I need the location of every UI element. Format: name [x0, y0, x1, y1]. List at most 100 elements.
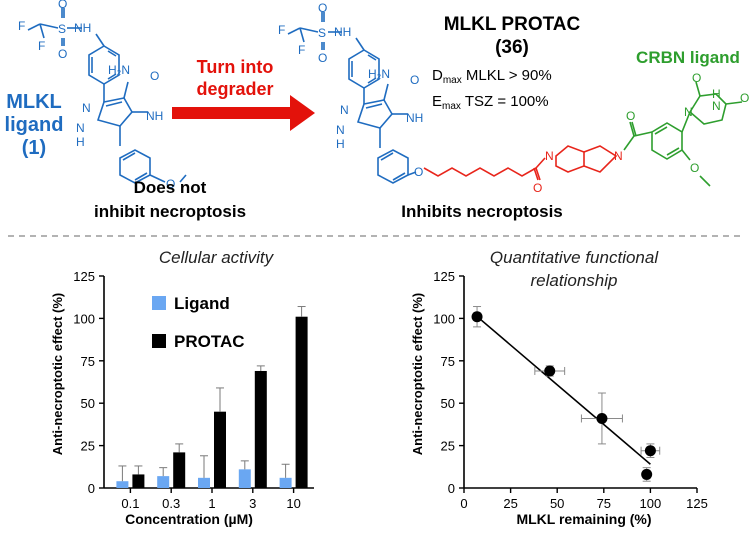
- bar-chart-legend: Ligand PROTAC: [152, 294, 245, 351]
- atom-label: N: [82, 101, 91, 115]
- scatter-chart-y-tick-label: 125: [433, 269, 455, 284]
- atom-label: NH: [146, 109, 163, 123]
- ligand-bar: [116, 481, 129, 488]
- protac-structure-green: [623, 81, 743, 187]
- ligand-bar: [279, 477, 292, 488]
- atom-label: O: [318, 51, 327, 65]
- svg-text:Does not: Does not: [134, 178, 207, 197]
- svg-text:(1): (1): [22, 137, 46, 159]
- atom-label: O: [58, 47, 67, 61]
- mlkl-ligand-atoms: F F S O O NH H₂N O N N H NH O: [18, 0, 175, 191]
- scatter-point: [544, 365, 556, 377]
- bar-chart-y-tick-label: 75: [81, 354, 95, 369]
- bar-chart-y-tick-label: 125: [73, 269, 95, 284]
- atom-label: NH: [406, 111, 423, 125]
- legend-label-ligand: Ligand: [174, 294, 230, 313]
- red-arrow-icon: [172, 95, 315, 131]
- legend-swatch-ligand: [152, 296, 166, 310]
- transform-arrow: Turn into degrader: [172, 57, 315, 131]
- protac-atoms-blue: F F S O O NH H₂N O N N H NH O: [278, 1, 423, 179]
- scatter-chart-y-tick-label: 75: [441, 354, 455, 369]
- atom-label: O: [533, 181, 542, 195]
- ligand-bar: [198, 477, 210, 488]
- dmax-text: Dmax MLKL > 90%: [432, 67, 552, 86]
- scatter-point: [596, 412, 608, 424]
- bar-chart-x-tick-label: 3: [249, 496, 256, 511]
- atom-label: N: [684, 105, 693, 119]
- protac-bar: [295, 316, 308, 488]
- svg-text:inhibit necroptosis: inhibit necroptosis: [94, 202, 246, 221]
- protac-bar: [214, 411, 226, 488]
- protac-structure-blue: [287, 12, 417, 184]
- atom-label: O: [150, 69, 159, 83]
- emax-text: Emax TSZ = 100%: [432, 93, 549, 112]
- atom-label: H: [76, 135, 85, 149]
- atom-label: O: [690, 161, 699, 175]
- crbn-ligand-label: CRBN ligand: [636, 48, 740, 67]
- protac-atoms-green: O N O H N O O: [626, 71, 749, 175]
- scatter-chart-x-tick-label: 125: [686, 496, 708, 511]
- bar-chart-x-tick-label: 0.1: [121, 496, 139, 511]
- atom-label: H₂N: [108, 63, 130, 77]
- atom-label: H₂N: [368, 67, 390, 81]
- protac-bar: [132, 474, 145, 488]
- atom-label: N: [614, 149, 623, 163]
- atom-label: F: [278, 23, 285, 37]
- atom-label: O: [318, 1, 327, 15]
- scatter-chart-x-tick-label: 0: [460, 496, 467, 511]
- scatter-chart-x-tick-label: 75: [597, 496, 611, 511]
- atom-label: N: [340, 103, 349, 117]
- bar-chart-title: Cellular activity: [159, 248, 275, 267]
- atom-label: H: [712, 87, 721, 101]
- scatter-chart-title-line2: relationship: [531, 271, 618, 290]
- svg-text:ligand: ligand: [5, 114, 64, 136]
- atom-label: S: [318, 26, 326, 40]
- bar-chart-ylabel: Anti-necroptotic effect (%): [50, 293, 65, 456]
- legend-label-protac: PROTAC: [174, 332, 245, 351]
- protac-atoms-red: N O N: [533, 149, 623, 195]
- bar-chart-x-tick-label: 0.3: [162, 496, 180, 511]
- atom-label: O: [58, 0, 67, 11]
- scatter-chart-xlabel: MLKL remaining (%): [516, 511, 651, 527]
- scatter-point: [471, 311, 483, 323]
- scatter-chart-y-tick-label: 25: [441, 439, 455, 454]
- atom-label: O: [740, 91, 749, 105]
- arrow-label-line1: Turn into: [197, 57, 274, 77]
- scatter-chart-x-tick-label: 25: [503, 496, 517, 511]
- svg-text:(36): (36): [495, 37, 529, 58]
- atom-label: H: [336, 137, 345, 151]
- bar-chart-y-tick-label: 50: [81, 396, 95, 411]
- atom-label: O: [166, 177, 175, 191]
- ligand-note: Does not inhibit necroptosis: [94, 178, 246, 221]
- fit-line: [472, 312, 651, 465]
- atom-label: O: [410, 73, 419, 87]
- scatter-point: [644, 445, 656, 457]
- bar-chart: Cellular activity Anti-necroptotic effec…: [50, 248, 314, 527]
- mlkl-ligand-structure: [27, 8, 187, 184]
- protac-note: Inhibits necroptosis: [401, 202, 563, 221]
- ligand-bar: [238, 469, 251, 488]
- svg-text:MLKL: MLKL: [6, 91, 62, 113]
- protac-bar: [254, 370, 267, 488]
- scatter-chart-ylabel: Anti-necroptotic effect (%): [410, 293, 425, 456]
- atom-label: O: [626, 109, 635, 123]
- scatter-chart-title-line1: Quantitative functional: [490, 248, 659, 267]
- atom-label: F: [38, 39, 45, 53]
- scatter-point: [641, 468, 653, 480]
- arrow-label-line2: degrader: [196, 79, 273, 99]
- bar-chart-x-tick-label: 1: [208, 496, 215, 511]
- scatter-chart-y-tick-label: 100: [433, 311, 455, 326]
- svg-text:MLKL PROTAC: MLKL PROTAC: [444, 14, 581, 35]
- bar-chart-x-tick-label: 10: [286, 496, 300, 511]
- scatter-chart-x-tick-label: 50: [550, 496, 564, 511]
- protac-linker-red: [423, 145, 618, 181]
- scatter-chart-y-tick-label: 0: [448, 481, 455, 496]
- legend-swatch-protac: [152, 334, 166, 348]
- atom-label: NH: [74, 21, 91, 35]
- atom-label: N: [545, 149, 554, 163]
- atom-label: O: [414, 165, 423, 179]
- atom-label: NH: [334, 25, 351, 39]
- bar-chart-xlabel: Concentration (µM): [125, 511, 253, 527]
